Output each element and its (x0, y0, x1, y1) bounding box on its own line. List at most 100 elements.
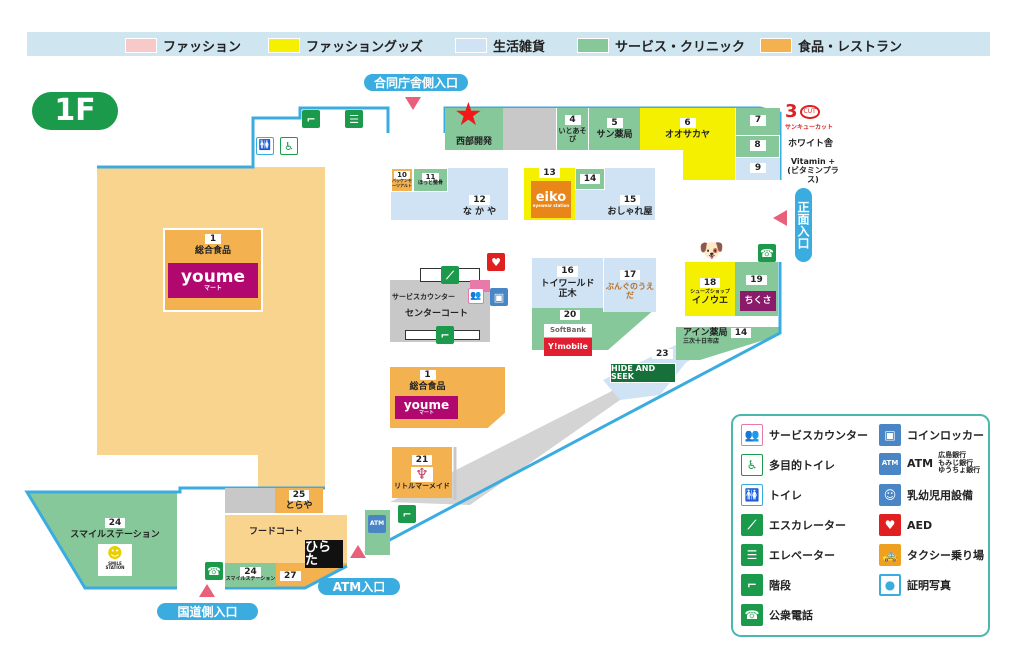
phone-icon[interactable]: ☎ (205, 562, 223, 580)
accessible-toilet-icon[interactable]: ♿ (280, 137, 298, 155)
legend-baby-room: ☺乳幼児用設備 (879, 484, 973, 506)
atm-icon[interactable]: ATM (368, 515, 386, 533)
store-number: 21 (411, 454, 433, 466)
facility-legend: 👥サービスカウンター ▣コインロッカー ♿多目的トイレ ATM ATM 広島銀行もみ… (731, 414, 990, 637)
phone-icon[interactable]: ☎ (758, 244, 776, 262)
hirata-logo: ひらた (305, 540, 343, 568)
store-23[interactable]: 23 (652, 349, 673, 359)
legend-service-counter: 👥サービスカウンター (741, 424, 868, 446)
store-number: 19 (746, 275, 767, 286)
logo-text: CUT (799, 105, 820, 119)
store-number: 18 (699, 277, 721, 289)
aed-icon: ♥ (879, 514, 901, 536)
smiley-icon: ☻ (107, 543, 123, 562)
legend-label: エレベーター (769, 549, 835, 562)
bank-name: もみじ銀行 (938, 458, 974, 467)
elevator-icon: ☰ (741, 544, 763, 566)
legend-label: 食品・レストラン (798, 40, 903, 55)
toilet-icon[interactable]: 🚻 (256, 137, 274, 155)
legend-fashion: ファッション (125, 36, 241, 55)
bank-name: 広島銀行 (938, 451, 967, 459)
aed-icon[interactable]: ♥ (487, 253, 505, 271)
entrance-national-road-label[interactable]: 国道側入口 (157, 603, 258, 620)
store-27[interactable]: 27 (280, 571, 301, 581)
store-14[interactable]: 14 (575, 168, 605, 190)
legend-label: サービス・クリニック (615, 40, 746, 55)
legend-accessible-toilet: ♿多目的トイレ (741, 454, 835, 476)
store-name: Vitamin + (790, 157, 836, 166)
legend-elevator: ☰ エレベーター (741, 544, 835, 566)
store-number: 12 (469, 194, 490, 205)
store-number: 1 (419, 370, 436, 381)
legend-label: 証明写真 (907, 579, 951, 592)
store-number: 14 (579, 173, 601, 185)
center-court-name: センターコート (405, 309, 469, 319)
entrance-front-label[interactable]: 正面入口 (795, 188, 812, 262)
store-21[interactable]: 21♆リトルマーメイド (392, 447, 452, 498)
store-number: 5 (606, 117, 623, 128)
legend-escalator: ⟋エスカレーター (741, 514, 846, 536)
store-9[interactable]: 9 (735, 158, 780, 180)
coin-locker-icon: ▣ (879, 424, 901, 446)
toilet-icon: 🚻 (741, 484, 763, 506)
legend-label: 階段 (769, 579, 791, 592)
taxi-icon: 🚕 (879, 544, 901, 566)
store-seibu-kaihatsu[interactable]: 西部開発 (445, 108, 503, 150)
store-8[interactable]: 8 (735, 135, 780, 158)
hide-and-seek-logo: HIDE AND SEEK (610, 363, 676, 383)
legend-label: サービスカウンター (769, 429, 868, 442)
corridor-shade (390, 350, 690, 505)
entrance-atm-label[interactable]: ATM入口 (318, 578, 400, 595)
service-counter-icon[interactable]: 👥 (468, 288, 484, 304)
legend-label: ATM (907, 457, 934, 471)
legend-label: タクシー乗り場 (907, 549, 984, 562)
vacant-area (503, 108, 556, 150)
store-number: 4 (564, 114, 581, 126)
smile-station-logo: ☻SMILE STATION (98, 543, 132, 576)
floor-badge: 1F (32, 92, 118, 130)
store-name: 総合食品 (194, 246, 231, 257)
logo-text: 3 (785, 101, 798, 122)
chikusa-logo: ちくさ (740, 291, 776, 311)
stairs-icon: ⌐ (741, 574, 763, 596)
legend-aed: ♥AED (879, 514, 932, 536)
store-24-area (27, 492, 177, 588)
store-7[interactable]: 7 (735, 108, 780, 135)
entrance-north-label[interactable]: 合同庁舎側入口 (364, 74, 468, 91)
store-number: 27 (280, 571, 301, 581)
elevator-icon[interactable]: ☰ (345, 110, 363, 128)
store-number: 24 (104, 518, 126, 529)
escalator-icon: ⟋ (741, 514, 763, 536)
store-name: バッケンモーツアルト (392, 178, 412, 189)
little-mermaid-logo-icon: ♆ (411, 467, 433, 483)
brand-text: SoftBank (550, 326, 586, 334)
store-number: 15 (619, 194, 641, 205)
ymobile-logo: Y!mobile (544, 338, 592, 356)
store-7-name: サンキューカット (785, 124, 834, 131)
brand-text: Y!mobile (548, 342, 588, 351)
store-name: スマイルステーション (70, 530, 160, 541)
atm-icon: ATM (879, 452, 901, 475)
legend-fashion-goods: ファッショングッズ (268, 36, 423, 55)
store-number: 11 (421, 173, 440, 182)
store-20[interactable]: 20 (558, 310, 582, 320)
brand-text: youme (403, 398, 450, 412)
legend-coin-locker: ▣コインロッカー (879, 424, 984, 446)
store-number: 23 (652, 349, 673, 359)
store-number: 10 (394, 171, 410, 180)
coin-locker-icon[interactable]: ▣ (490, 288, 508, 306)
legend-label: 乳幼児用設備 (907, 489, 973, 502)
